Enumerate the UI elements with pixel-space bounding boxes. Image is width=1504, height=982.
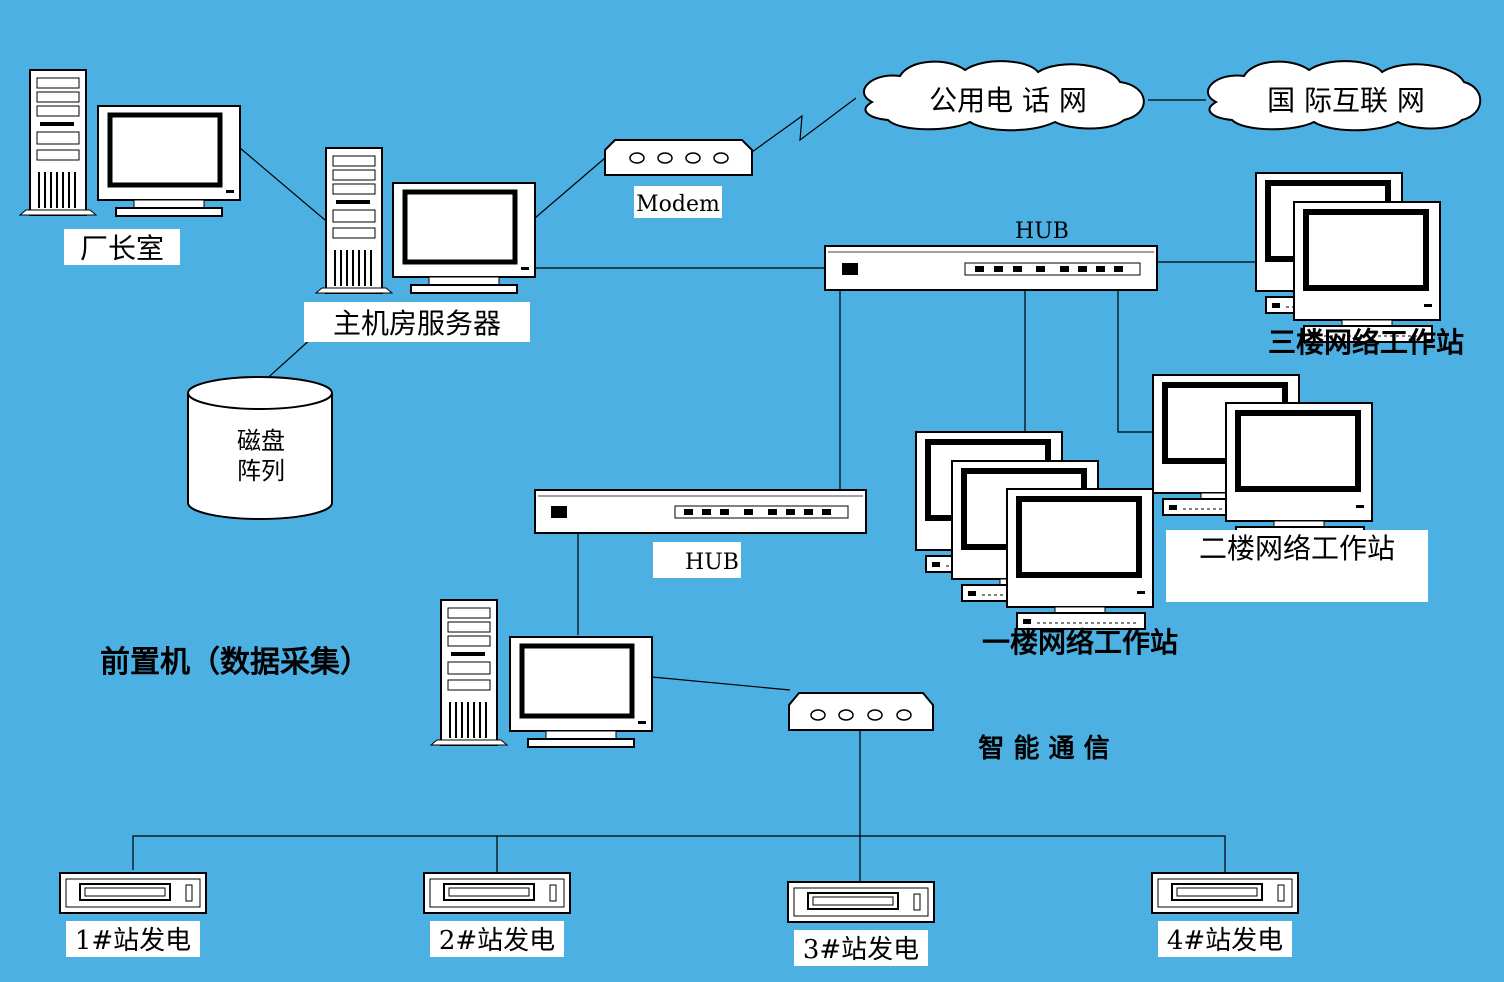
cloud-icon [863, 60, 1145, 132]
hub-icon [534, 489, 867, 534]
server-icon [315, 147, 535, 293]
pstn-label: 公用电 话 网 [929, 84, 1087, 117]
hub-mid-node: HUB [534, 489, 867, 578]
main-server-label: 主机房服务器 [333, 307, 501, 340]
hub-top-node: HUB [824, 219, 1158, 291]
station-1-node: 1#站发电 [59, 872, 207, 957]
first-floor-node: 一楼网络工作站 [916, 432, 1178, 659]
second-floor-label: 二楼网络工作站 [1199, 532, 1395, 565]
station-4-label: 4#站发电 [1167, 926, 1283, 956]
workstation-group-icon [1153, 375, 1372, 543]
hub-top-label: HUB [1015, 219, 1069, 244]
station-2-label: 2#站发电 [439, 926, 555, 956]
disk-array-node: 磁盘 阵列 [187, 376, 333, 520]
internet-label: 国 际互联 网 [1267, 84, 1425, 117]
factory-office-node: 厂长室 [19, 69, 240, 265]
server-icon [430, 599, 652, 747]
main-server-node: 主机房服务器 [304, 147, 535, 342]
smart-comm-node: 智 能 通 信 [788, 692, 1110, 764]
cloud-icon [1207, 60, 1482, 132]
hub-mid-label: HUB [685, 550, 739, 575]
rack-unit-icon [59, 872, 207, 914]
station-3-node: 3#站发电 [787, 881, 935, 966]
station-4-node: 4#站发电 [1151, 872, 1299, 957]
workstation-group-icon [1256, 173, 1440, 342]
factory-office-label: 厂长室 [80, 232, 164, 265]
station-2-node: 2#站发电 [423, 872, 571, 957]
disk-array-label-1: 磁盘 [237, 427, 285, 455]
rack-unit-icon [1151, 872, 1299, 914]
station-1-label: 1#站发电 [75, 926, 191, 956]
front-end-node: 前置机（数据采集） [100, 599, 652, 747]
disk-array-icon [187, 376, 333, 520]
third-floor-node: 三楼网络工作站 [1256, 173, 1464, 359]
smart-comm-label: 智 能 通 信 [978, 733, 1109, 764]
rack-unit-icon [423, 872, 571, 914]
second-floor-node: 二楼网络工作站 [1153, 375, 1428, 602]
connection-lines [132, 97, 1258, 882]
third-floor-label: 三楼网络工作站 [1268, 326, 1464, 359]
front-end-label: 前置机（数据采集） [100, 645, 370, 680]
internet-cloud-node: 国 际互联 网 [1207, 60, 1482, 132]
station-3-label: 3#站发电 [803, 935, 919, 965]
workstation-icon [19, 69, 240, 216]
hub-icon [824, 245, 1158, 291]
disk-array-label-2: 阵列 [237, 457, 285, 485]
modem-icon [604, 139, 753, 176]
modem-label: Modem [636, 192, 720, 217]
pstn-cloud-node: 公用电 话 网 [863, 60, 1145, 132]
first-floor-label: 一楼网络工作站 [982, 626, 1178, 659]
modem-icon [788, 692, 934, 731]
rack-unit-icon [787, 881, 935, 923]
workstation-group-icon [916, 432, 1153, 629]
modem-node: Modem [604, 139, 753, 218]
